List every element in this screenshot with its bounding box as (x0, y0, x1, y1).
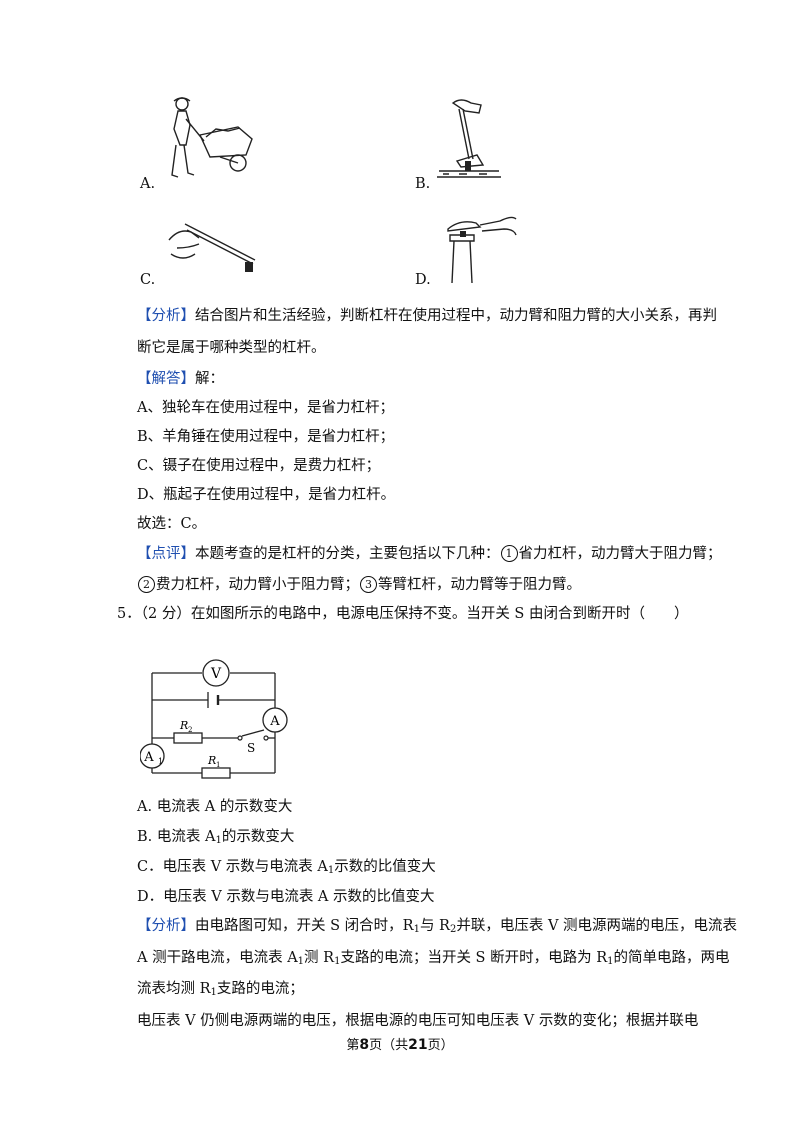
question-5-stem: 5．（2 分）在如图所示的电路中，电源电压保持不变。当开关 S 由闭合到断开时（… (117, 606, 689, 622)
answer-header: 【解答】解： (137, 371, 224, 387)
analysis2-line-1: 【分析】由电路图可知，开关 S 闭合时，R1与 R2并联，电压表 V 测电源两端… (137, 918, 738, 935)
analysis-line-1: 【分析】结合图片和生活经验，判断杠杆在使用过程中，动力臂和阻力臂的大小关系，再判 (137, 308, 717, 324)
figure-label-b: B. (415, 176, 431, 192)
answer-tag: 【解答】 (137, 371, 195, 387)
ammeter-a1 (140, 743, 165, 769)
voltmeter (202, 659, 230, 687)
r2-sub: 2 (188, 726, 192, 734)
circled-number-2: 2 (138, 576, 155, 593)
analysis2-line-2: A 测干路电流，电流表 A1测 R1支路的电流；当开关 S 断开时，电路为 R1… (137, 950, 730, 967)
voltmeter-label: V (210, 666, 222, 682)
ammeter-a (262, 707, 288, 733)
page-number: 8 (359, 1037, 370, 1053)
ammeter1-sub: 1 (158, 757, 163, 766)
ammeter1-label: A (143, 750, 154, 765)
resistor-r1 (201, 767, 231, 779)
question-score: （2 分） (140, 606, 191, 622)
wheelbarrow-figure (171, 97, 253, 178)
r1-label: R (207, 754, 216, 767)
circled-number-1: 1 (500, 545, 518, 562)
option-b: B. 电流表 A1的示数变大 (137, 829, 295, 846)
figure-label-a: A. (140, 176, 156, 192)
bottle-opener-figure (447, 216, 517, 284)
comment-tag: 【点评】 (137, 546, 195, 562)
analysis2-line-3: 流表均测 R1支路的电流； (137, 981, 304, 998)
answer-item-a: A、独轮车在使用过程中，是省力杠杆； (137, 400, 394, 416)
figure-label-d: D. (415, 272, 431, 288)
answer-item-b: B、羊角锤在使用过程中，是省力杠杆； (137, 429, 395, 445)
analysis-line-2: 断它是属于哪种类型的杠杆。 (137, 340, 326, 356)
answer-item-c: C、镊子在使用过程中，是费力杠杆； (137, 458, 381, 474)
answer-item-d: D、瓶起子在使用过程中，是省力杠杆。 (137, 487, 396, 503)
option-c: C．电压表 V 示数与电流表 A1示数的比值变大 (137, 859, 436, 876)
analysis2-tag: 【分析】 (137, 918, 195, 934)
resistor-r2 (173, 732, 203, 744)
r1-sub: 1 (216, 761, 220, 769)
analysis2-line-4: 电压表 V 仍侧电源两端的电压，根据电源的电压可知电压表 V 示数的变化；根据并… (137, 1013, 699, 1029)
tweezers-figure (168, 223, 256, 272)
ammeter-label: A (269, 714, 280, 729)
circled-number-3: 3 (360, 576, 377, 593)
option-d: D．电压表 V 示数与电流表 A 示数的比值变大 (137, 889, 435, 905)
answer-choice: 故选：C。 (137, 516, 207, 532)
option-a: A. 电流表 A 的示数变大 (137, 799, 293, 815)
claw-hammer-figure (437, 99, 501, 178)
page-footer: 第8页（共21页） (346, 1037, 454, 1053)
analysis-tag: 【分析】 (137, 308, 195, 324)
total-pages: 21 (408, 1037, 428, 1053)
question-number: 5． (117, 606, 141, 622)
figure-label-c: C. (140, 272, 156, 288)
circuit-diagram: V A A 1 R 2 R 1 S (140, 659, 288, 779)
r2-label: R (179, 719, 188, 732)
switch-label: S (247, 741, 255, 755)
